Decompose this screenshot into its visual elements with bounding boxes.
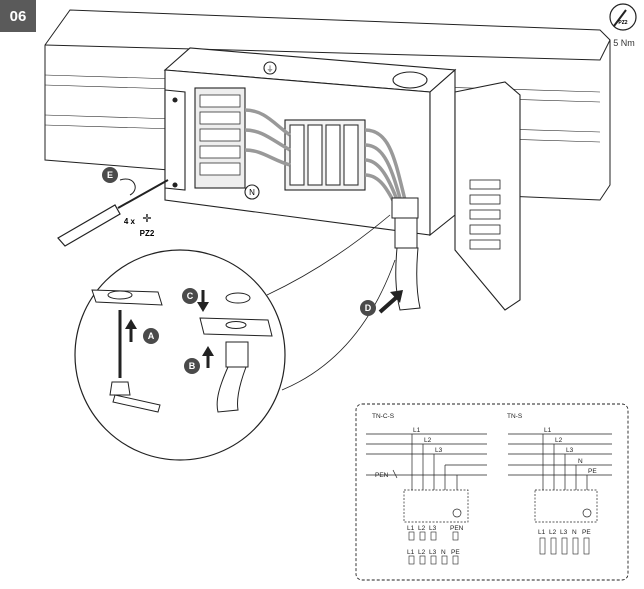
marker-e — [102, 167, 118, 183]
phillips-screw-icon: ✛ — [142, 213, 151, 225]
tncs-pen-label: PEN — [375, 472, 389, 479]
marker-a — [143, 328, 159, 344]
tap-off-box — [163, 47, 457, 237]
tns-line-n: N — [578, 458, 583, 465]
marker-a-label: A — [148, 331, 155, 341]
tns-line-pe: PE — [588, 468, 597, 475]
marker-d-label: D — [365, 303, 372, 313]
wiring-diagram-panel: TN-C-S L1 L2 L3 PEN L1 L2 L3 PEN L1 L2 L… — [355, 403, 629, 581]
tncs-top-l2: L2 — [418, 525, 426, 532]
tncs-title: TN-C-S — [372, 413, 395, 420]
box-lid — [454, 81, 521, 311]
marker-c-label: C — [187, 291, 194, 301]
tncs-line-l2: L2 — [424, 437, 432, 444]
tncs-top-l1: L1 — [407, 525, 415, 532]
marker-n-label: N — [249, 188, 255, 197]
marker-b — [184, 358, 200, 374]
tns-title: TN-S — [507, 413, 523, 420]
tncs-bottom-l2: L2 — [418, 549, 426, 556]
screw-tool-label: PZ2 — [140, 229, 155, 238]
svg-text:4 x: 4 x — [124, 217, 136, 226]
screw-count-label: 4 x ✛ PZ2 — [124, 213, 155, 238]
torque-tool-label: PZ2 — [618, 20, 627, 26]
tncs-bottom-l3: L3 — [429, 549, 437, 556]
tns-bottom-l1: L1 — [538, 529, 546, 536]
marker-d — [360, 300, 376, 316]
marker-e-label: E — [107, 170, 113, 180]
tns-diagram — [508, 433, 612, 555]
marker-b-label: B — [189, 361, 196, 371]
screwdriver-icon — [609, 3, 637, 31]
step-markers — [102, 167, 376, 374]
step-number-badge: 06 — [0, 0, 36, 32]
tncs-bottom-n: N — [441, 549, 446, 556]
tncs-bottom-l1: L1 — [407, 549, 415, 556]
tns-line-l2: L2 — [555, 437, 563, 444]
tncs-top-pen: PEN — [450, 525, 464, 532]
tncs-diagram — [366, 433, 487, 565]
tncs-bottom-pe: PE — [451, 549, 460, 556]
tns-line-l3: L3 — [566, 447, 574, 454]
tns-bottom-l3: L3 — [560, 529, 568, 536]
screwdriver-tool — [57, 178, 169, 247]
tncs-top-l3: L3 — [429, 525, 437, 532]
ground-symbol-icon: ⏚ — [267, 65, 274, 73]
torque-indicator: PZ2 5 Nm — [609, 3, 637, 48]
tns-bottom-n: N — [572, 529, 577, 536]
tns-line-l1: L1 — [544, 427, 552, 434]
marker-c — [182, 288, 198, 304]
tns-bottom-l2: L2 — [549, 529, 557, 536]
tncs-line-l3: L3 — [435, 447, 443, 454]
detail-circle — [74, 214, 403, 461]
torque-value: 5 Nm — [613, 38, 635, 48]
tncs-line-l1: L1 — [413, 427, 421, 434]
tns-bottom-pe: PE — [582, 529, 591, 536]
